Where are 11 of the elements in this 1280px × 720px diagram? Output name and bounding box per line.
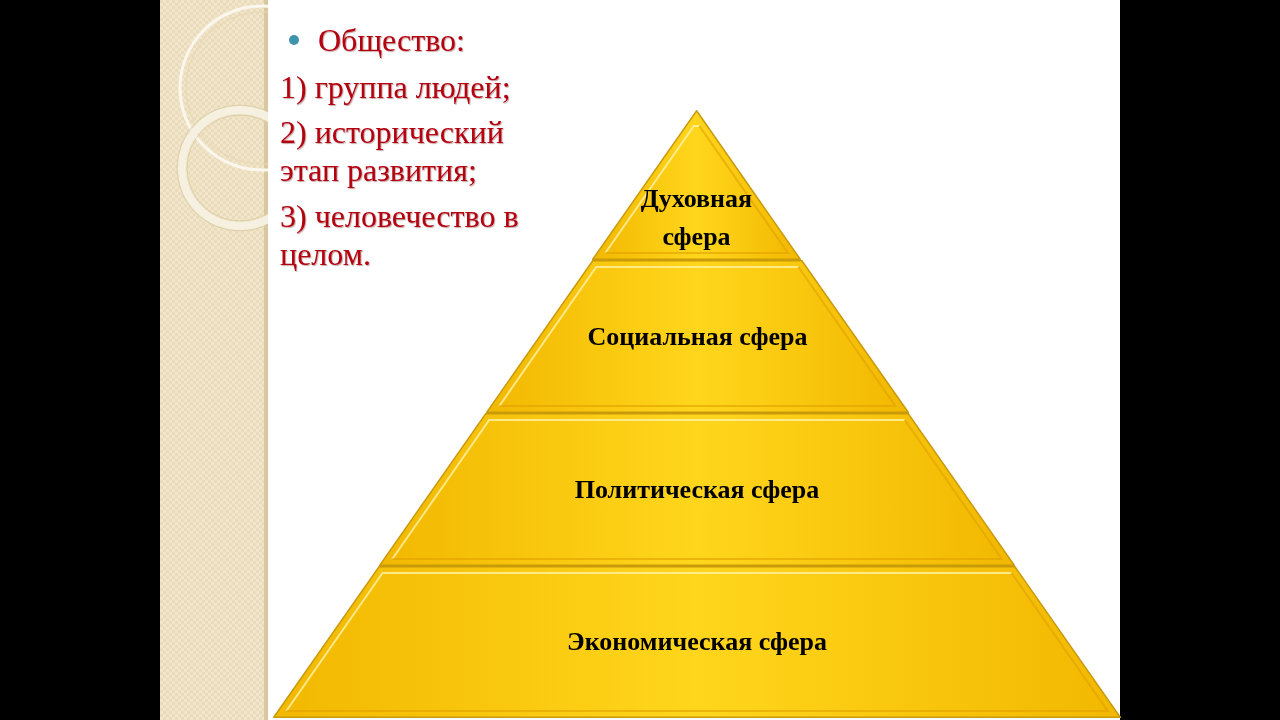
bullet-heading: Общество: [318,21,465,59]
pyramid-tier [592,110,801,260]
list-item-text: 3) человечество в целом. [280,197,520,273]
pyramid-tier [273,566,1121,718]
tier-label: Социальная сфера [587,320,808,353]
list-item-text: 1) группа людей; [280,68,511,106]
pyramid-tier [379,413,1015,566]
list-item-text: 2) исторический этап развития; [280,113,505,189]
tier-label: Экономическая сфера [567,626,827,658]
tier-label: Духовная сфера [640,183,753,253]
tier-label: Политическая сфера [574,473,820,506]
